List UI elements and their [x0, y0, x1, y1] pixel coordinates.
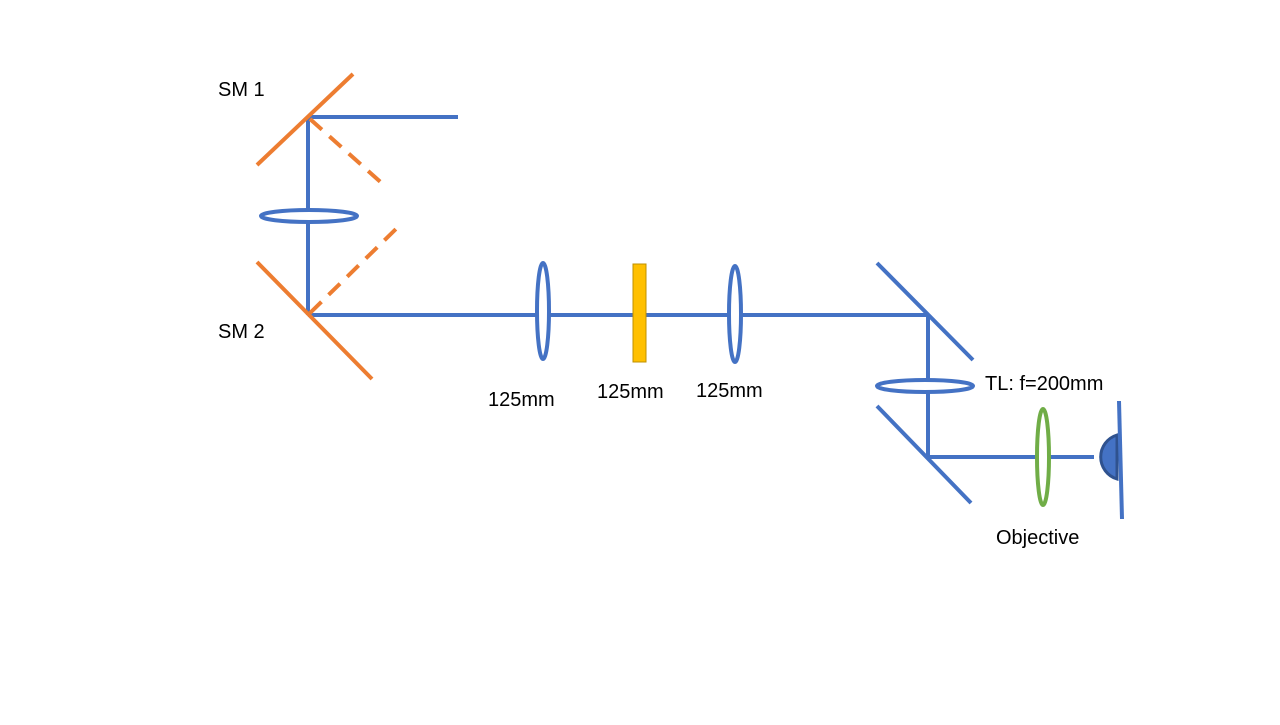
- sm-relay-lens: [259, 208, 359, 224]
- label-lens2: 125mm: [696, 380, 763, 402]
- scan-mirror-1: [255, 72, 355, 167]
- filter-element: [632, 263, 647, 363]
- label-filter: 125mm: [597, 381, 664, 403]
- label-tube-lens: TL: f=200mm: [985, 373, 1103, 395]
- scan-mirror-2: [255, 260, 374, 381]
- objective-lens: [1035, 407, 1051, 507]
- label-lens1: 125mm: [488, 389, 555, 411]
- scan-mirror-1-tilted: [308, 117, 387, 188]
- tube-lens: [875, 378, 975, 394]
- sample-droplet: [1099, 432, 1119, 482]
- sample-slide: [1117, 400, 1124, 520]
- label-sm2: SM 2: [218, 321, 265, 343]
- fold-mirror-2: [875, 404, 973, 505]
- lens-2: [727, 264, 743, 364]
- label-sm1: SM 1: [218, 79, 265, 101]
- lens-1: [535, 261, 551, 361]
- fold-mirror-1: [875, 261, 975, 362]
- scan-mirror-2-tilted: [308, 225, 400, 315]
- label-objective: Objective: [996, 527, 1079, 549]
